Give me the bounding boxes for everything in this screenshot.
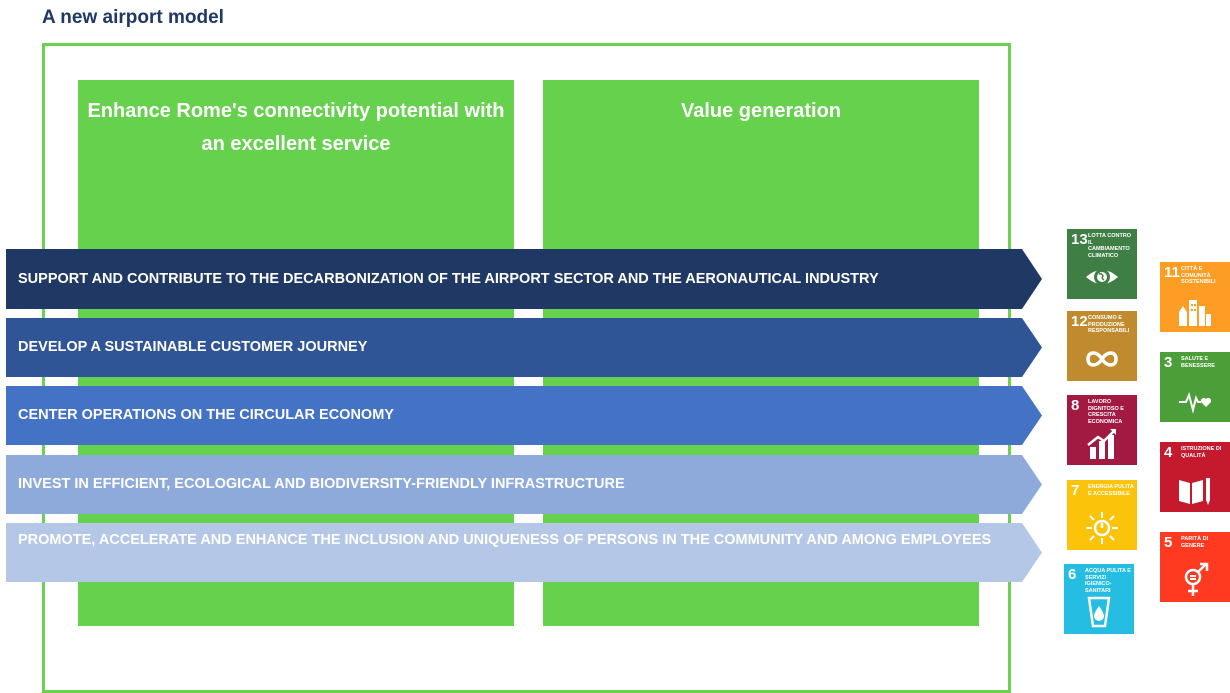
city-icon bbox=[1179, 300, 1211, 326]
sdg-6-number: 6 bbox=[1068, 566, 1077, 583]
growth-chart-icon bbox=[1087, 429, 1116, 459]
sdg-4-label: ISTRUZIONE DI QUALITÀ bbox=[1181, 446, 1222, 459]
sdg-12-number: 12 bbox=[1071, 313, 1088, 330]
eye-earth-icon bbox=[1086, 269, 1118, 285]
sdg-11-label: CITTÀ E COMUNITÀ SOSTENIBILI bbox=[1181, 266, 1216, 285]
sdg-12-label: CONSUMO E PRODUZIONE RESPONSABILI bbox=[1088, 315, 1130, 334]
sdg-11-number: 11 bbox=[1164, 264, 1180, 281]
sun-power-icon bbox=[1086, 512, 1118, 544]
water-glass-icon bbox=[1087, 596, 1111, 628]
sdg-8-tile: 8 LAVORO DIGNITOSO E CRESCITA ECONOMICA bbox=[1067, 395, 1137, 465]
sdg-3-tile: 3 SALUTE E BENESSERE bbox=[1160, 352, 1230, 422]
sdg-12-tile: 12 CONSUMO E PRODUZIONE RESPONSABILI bbox=[1067, 311, 1137, 381]
gender-equality-icon bbox=[1184, 562, 1209, 596]
sdg-8-label: LAVORO DIGNITOSO E CRESCITA ECONOMICA bbox=[1088, 399, 1124, 425]
sdg-5-number: 5 bbox=[1164, 534, 1173, 551]
book-pencil-icon bbox=[1179, 478, 1210, 505]
band-inclusion: PROMOTE, ACCELERATE AND ENHANCE THE INCL… bbox=[6, 523, 1042, 582]
band-decarbonization: SUPPORT AND CONTRIBUTE TO THE DECARBONIZ… bbox=[6, 249, 1042, 309]
sdg-7-label: ENERGIA PULITA E ACCESSIBILE bbox=[1088, 484, 1134, 497]
heartbeat-icon bbox=[1179, 391, 1212, 414]
sdg-11-tile: 11 CITTÀ E COMUNITÀ SOSTENIBILI bbox=[1160, 262, 1230, 332]
band-infrastructure: INVEST IN EFFICIENT, ECOLOGICAL AND BIOD… bbox=[6, 455, 1042, 514]
sdg-4-number: 4 bbox=[1164, 444, 1173, 461]
sdg-13-label: LOTTA CONTRO IL CAMBIAMENTO CLIMATICO bbox=[1088, 233, 1132, 259]
sdg-13-tile: 13 LOTTA CONTRO IL CAMBIAMENTO CLIMATICO bbox=[1067, 229, 1137, 299]
band-customer-journey: DEVELOP A SUSTAINABLE CUSTOMER JOURNEY bbox=[6, 318, 1042, 377]
sdg-3-label: SALUTE E BENESSERE bbox=[1181, 356, 1215, 369]
sdg-6-label: ACQUA PULITA E SERVIZI IGIENICO-SANITARI bbox=[1085, 568, 1131, 594]
page-title: A new airport model bbox=[42, 7, 224, 28]
sdg-5-tile: 5 PARITÀ DI GENERE bbox=[1160, 532, 1230, 602]
sdg-7-number: 7 bbox=[1071, 482, 1080, 499]
infinity-icon bbox=[1086, 351, 1118, 367]
sdg-6-tile: 6 ACQUA PULITA E SERVIZI IGIENICO-SANITA… bbox=[1064, 564, 1134, 634]
band-circular-economy: CENTER OPERATIONS ON THE CIRCULAR ECONOM… bbox=[6, 386, 1042, 445]
sdg-13-number: 13 bbox=[1071, 231, 1088, 248]
sdg-8-number: 8 bbox=[1071, 397, 1080, 414]
sdg-3-number: 3 bbox=[1164, 354, 1173, 371]
sdg-4-tile: 4 ISTRUZIONE DI QUALITÀ bbox=[1160, 442, 1230, 512]
sdg-5-label: PARITÀ DI GENERE bbox=[1181, 536, 1209, 549]
sdg-7-tile: 7 ENERGIA PULITA E ACCESSIBILE bbox=[1067, 480, 1137, 550]
